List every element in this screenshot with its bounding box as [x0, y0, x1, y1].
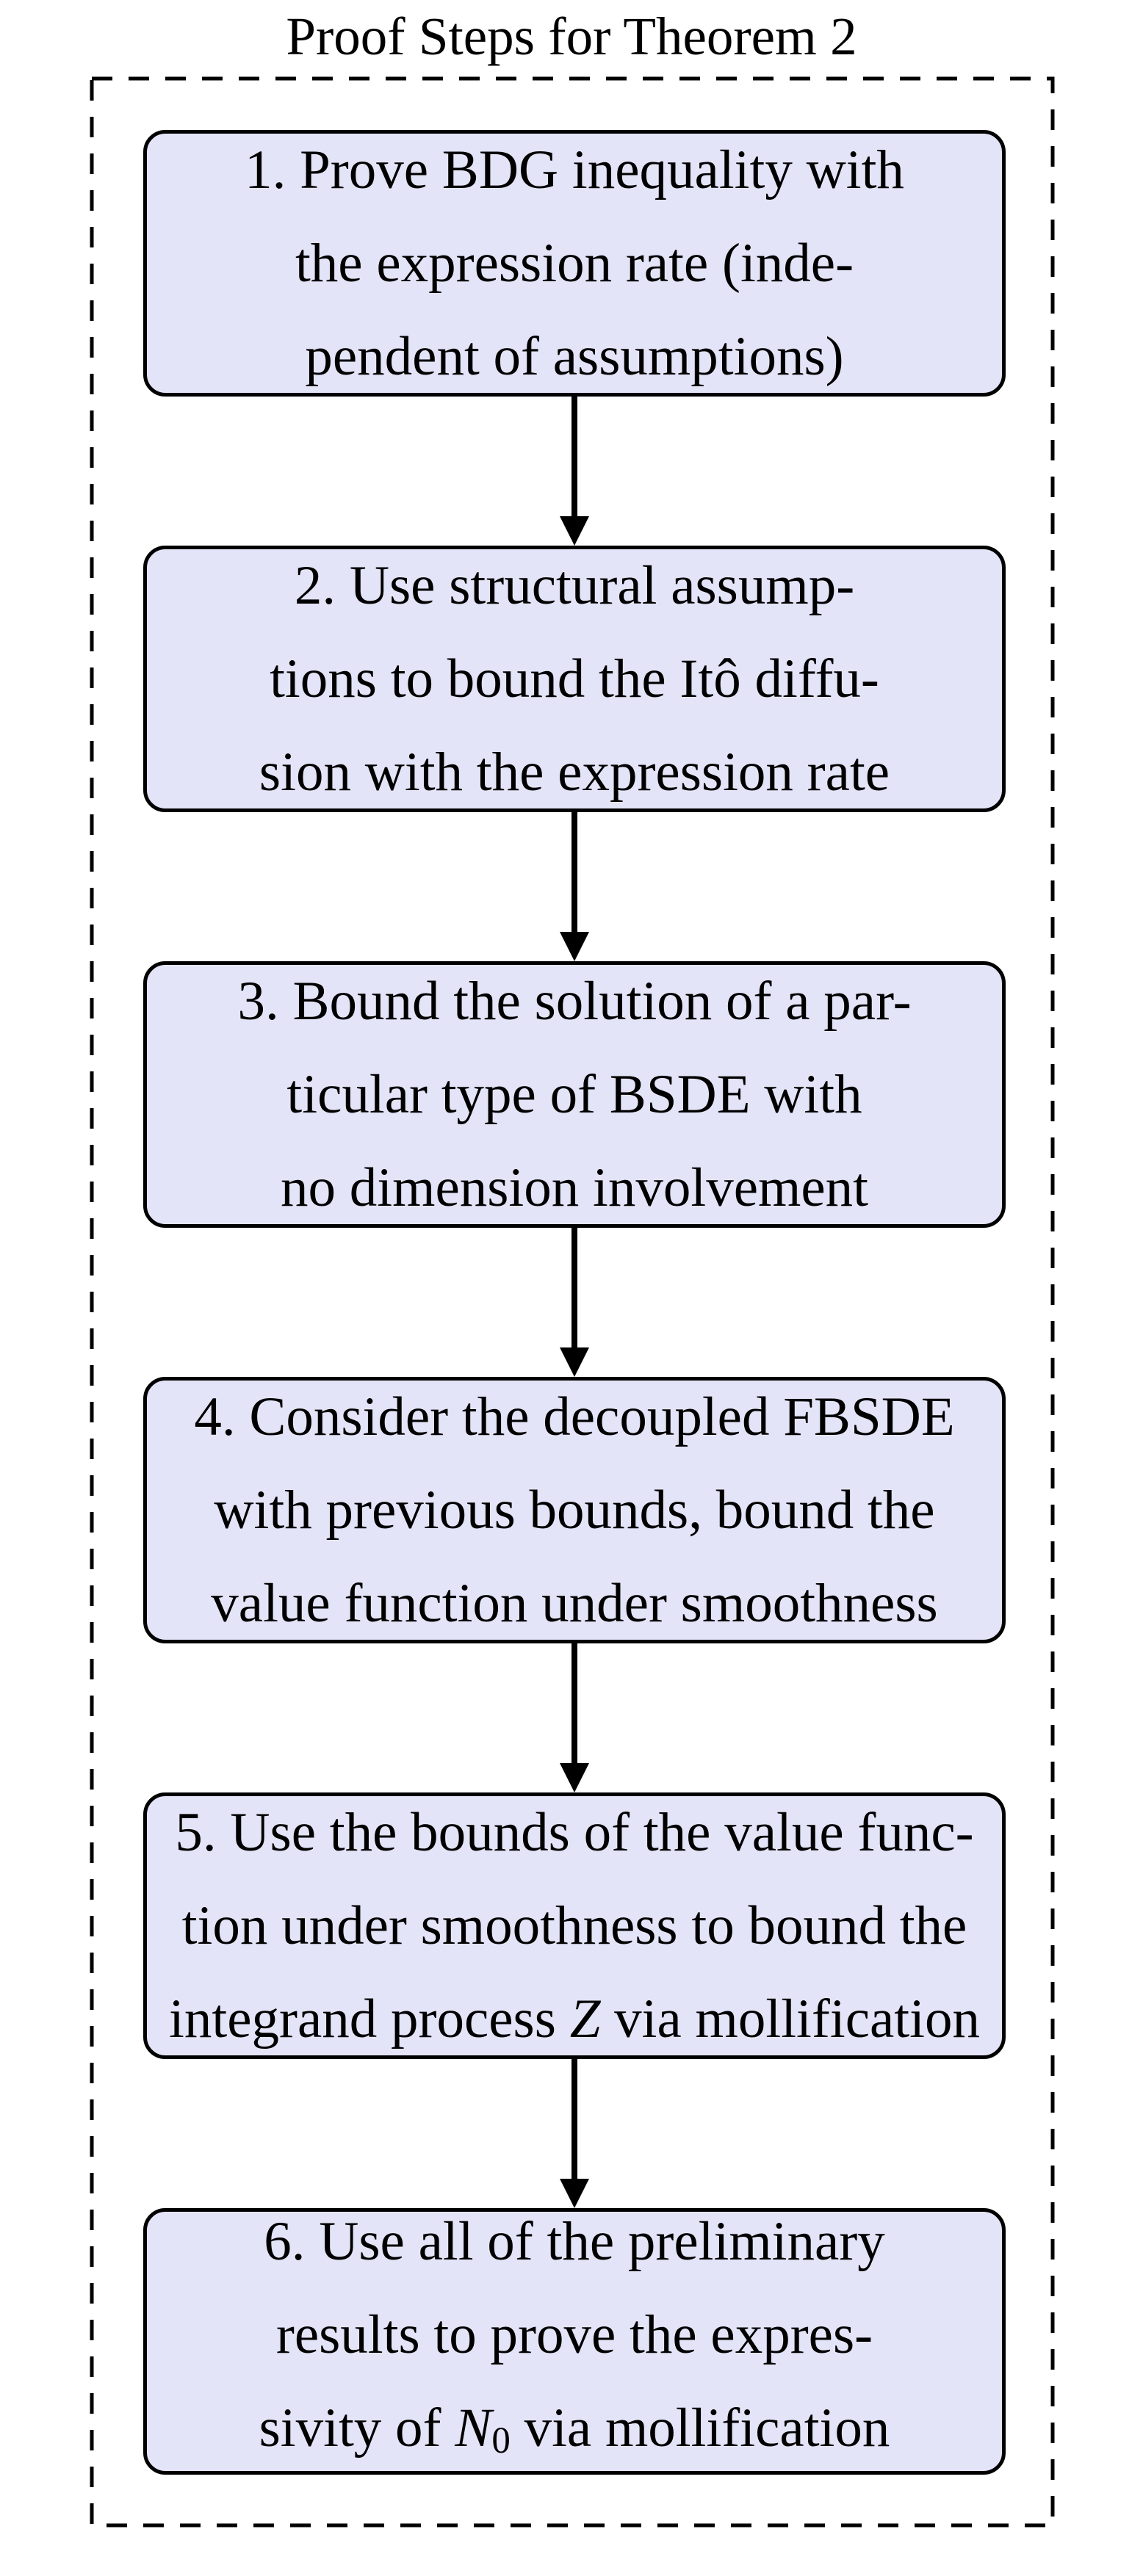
step-line: ticular type of BSDE with	[286, 1064, 862, 1125]
step-box-5: 5. Use the bounds of the value func-tion…	[143, 1792, 1006, 2059]
step-box-1: 1. Prove BDG inequality with the expressi…	[143, 130, 1006, 397]
arrow-connector	[560, 1643, 589, 1792]
step-line: sivity of N0 via mollification	[259, 2397, 890, 2462]
step-line: 1. Prove BDG inequality with	[245, 140, 904, 200]
step-line: the expression rate (inde-	[295, 233, 854, 294]
step-box-6: 6. Use all of the preliminary results to …	[143, 2208, 1006, 2475]
step-line: results to prove the expres-	[275, 2304, 873, 2365]
step-line: tion under smoothness to bound the	[181, 1895, 967, 1956]
step-line: no dimension involvement	[281, 1157, 868, 1218]
step-box-4: 4. Consider the decoupled FBSDE with prev…	[143, 1377, 1006, 1643]
arrow-shaft	[572, 397, 577, 520]
step-line: sion with the expression rate	[259, 742, 890, 803]
page-title: Proof Steps for Theorem 2	[286, 7, 857, 66]
arrow-shaft	[572, 1228, 577, 1351]
step-box-3: 3. Bound the solution of a par-ticular t…	[143, 961, 1006, 1228]
down-arrow-head-icon	[560, 516, 589, 546]
down-arrow-head-icon	[560, 932, 589, 961]
arrow-connector	[560, 2059, 589, 2208]
arrow-connector	[560, 397, 589, 546]
step-line: 5. Use the bounds of the value func-	[175, 1802, 974, 1863]
arrow-shaft	[572, 2059, 577, 2182]
steps-container: 1. Prove BDG inequality with the expressi…	[143, 130, 1006, 2475]
arrow-connector	[560, 1228, 589, 1377]
step-line: integrand process Z via mollification	[169, 1989, 980, 2049]
arrow-connector	[560, 812, 589, 961]
down-arrow-head-icon	[560, 1763, 589, 1792]
step-line: 6. Use all of the preliminary	[264, 2210, 885, 2272]
step-line: value function under smoothness	[211, 1573, 938, 1634]
step-line: with previous bounds, bound the	[214, 1480, 935, 1541]
step-line: 2. Use structural assump-	[294, 555, 855, 616]
down-arrow-head-icon	[560, 2179, 589, 2208]
arrow-shaft	[572, 812, 577, 936]
step-line: pendent of assumptions)	[305, 326, 844, 387]
step-line: tions to bound the Itô diffu-	[270, 648, 879, 709]
down-arrow-head-icon	[560, 1347, 589, 1377]
step-line: 4. Consider the decoupled FBSDE	[194, 1386, 955, 1447]
step-box-2: 2. Use structural assump-tions to bound …	[143, 546, 1006, 812]
arrow-shaft	[572, 1643, 577, 1767]
step-line: 3. Bound the solution of a par-	[237, 971, 912, 1032]
